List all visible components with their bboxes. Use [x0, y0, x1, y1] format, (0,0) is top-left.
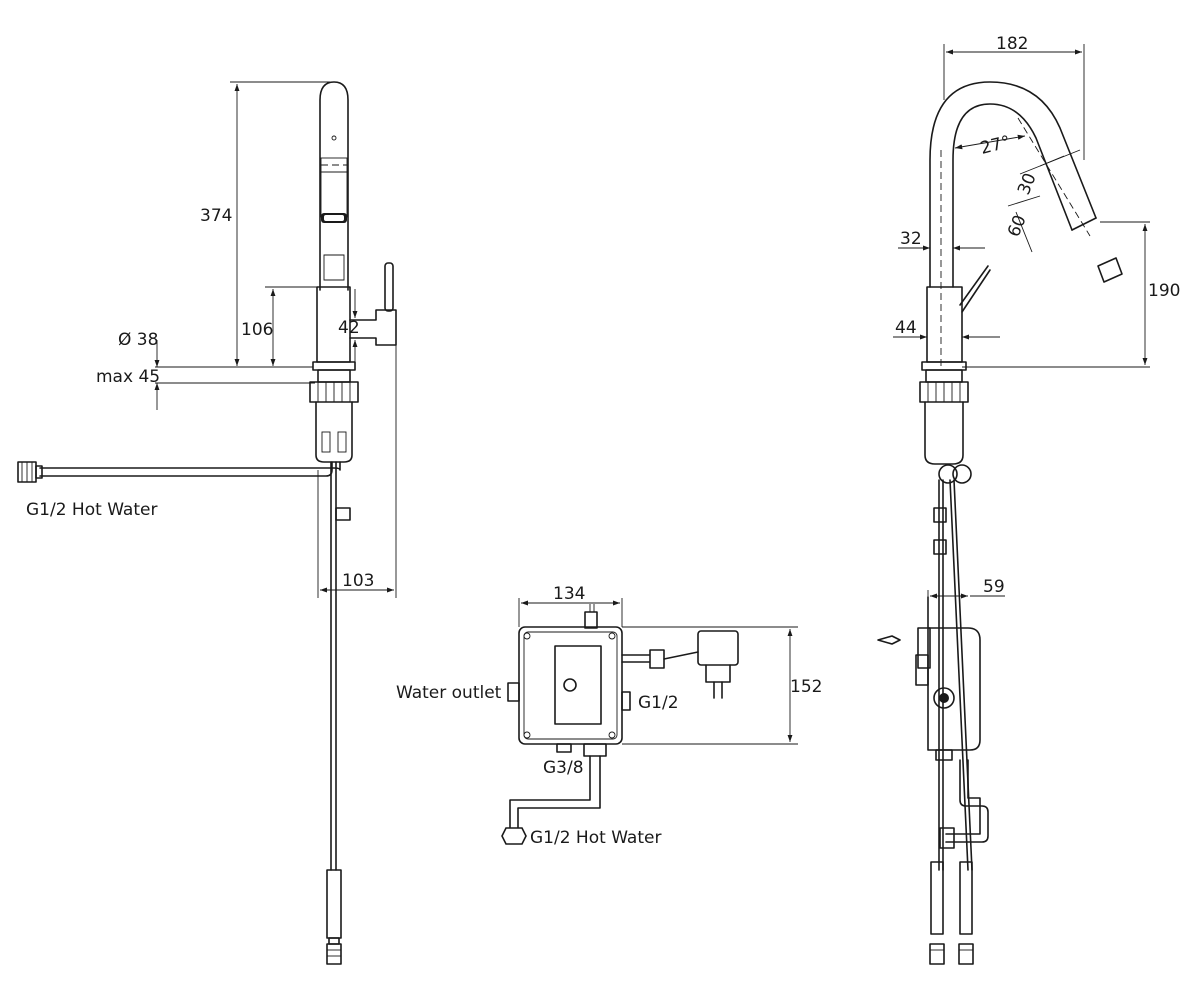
gooseneck-inner [952, 103, 1073, 288]
faucet-body-front [926, 286, 963, 363]
dim-depth-base: 103 [342, 571, 374, 591]
hot-water-connector-box [501, 827, 527, 845]
faucet-side-view: 374 106 42 Ø 38 max 45 103 G1/2 Hot Wate… [17, 81, 397, 965]
box-port-front [933, 687, 955, 709]
dim-lever-offset: 42 [338, 318, 360, 338]
dim-box-height: 152 [790, 677, 822, 697]
dim-body-diameter: 44 [895, 318, 917, 338]
dim-height-total: 374 [200, 206, 232, 226]
lever [384, 262, 394, 312]
dim-height-body: 106 [241, 320, 273, 340]
dim-angle: 27° [978, 132, 1012, 159]
control-box-view: 134 152 Water outlet G1/2 G3/8 G1/2 Hot … [396, 584, 822, 848]
aerator-piece [1097, 257, 1123, 283]
dim-spout-height: 190 [1148, 281, 1180, 301]
label-g38: G3/8 [543, 758, 584, 778]
dim-spout-diameter: 32 [900, 229, 922, 249]
label-g12: G1/2 [638, 693, 679, 713]
box-window [554, 645, 602, 725]
faucet-front-view: 182 27° 30 60 32 44 190 59 [877, 34, 1180, 965]
cable-sensor-left [326, 869, 342, 939]
dim-aerator-30: 30 [1014, 170, 1041, 198]
dim-max-thickness: max 45 [96, 367, 160, 387]
dim-aerator-60: 60 [1004, 212, 1031, 240]
water-outlet-port [507, 682, 520, 702]
spout-tube [319, 81, 349, 291]
dim-reach: 182 [996, 34, 1028, 54]
label-hot-water-box: G1/2 Hot Water [530, 828, 661, 848]
control-box [518, 626, 623, 745]
gooseneck-outer [929, 81, 1097, 288]
screw-anchor [877, 635, 901, 645]
label-water-outlet: Water outlet [396, 683, 502, 703]
label-hot-water-left: G1/2 Hot Water [26, 500, 157, 520]
lever-front [959, 265, 989, 306]
dim-box-width: 134 [553, 584, 585, 604]
dim-diameter: Ø 38 [118, 330, 158, 350]
power-adapter [697, 630, 739, 666]
dim-box-depth: 59 [983, 577, 1005, 597]
